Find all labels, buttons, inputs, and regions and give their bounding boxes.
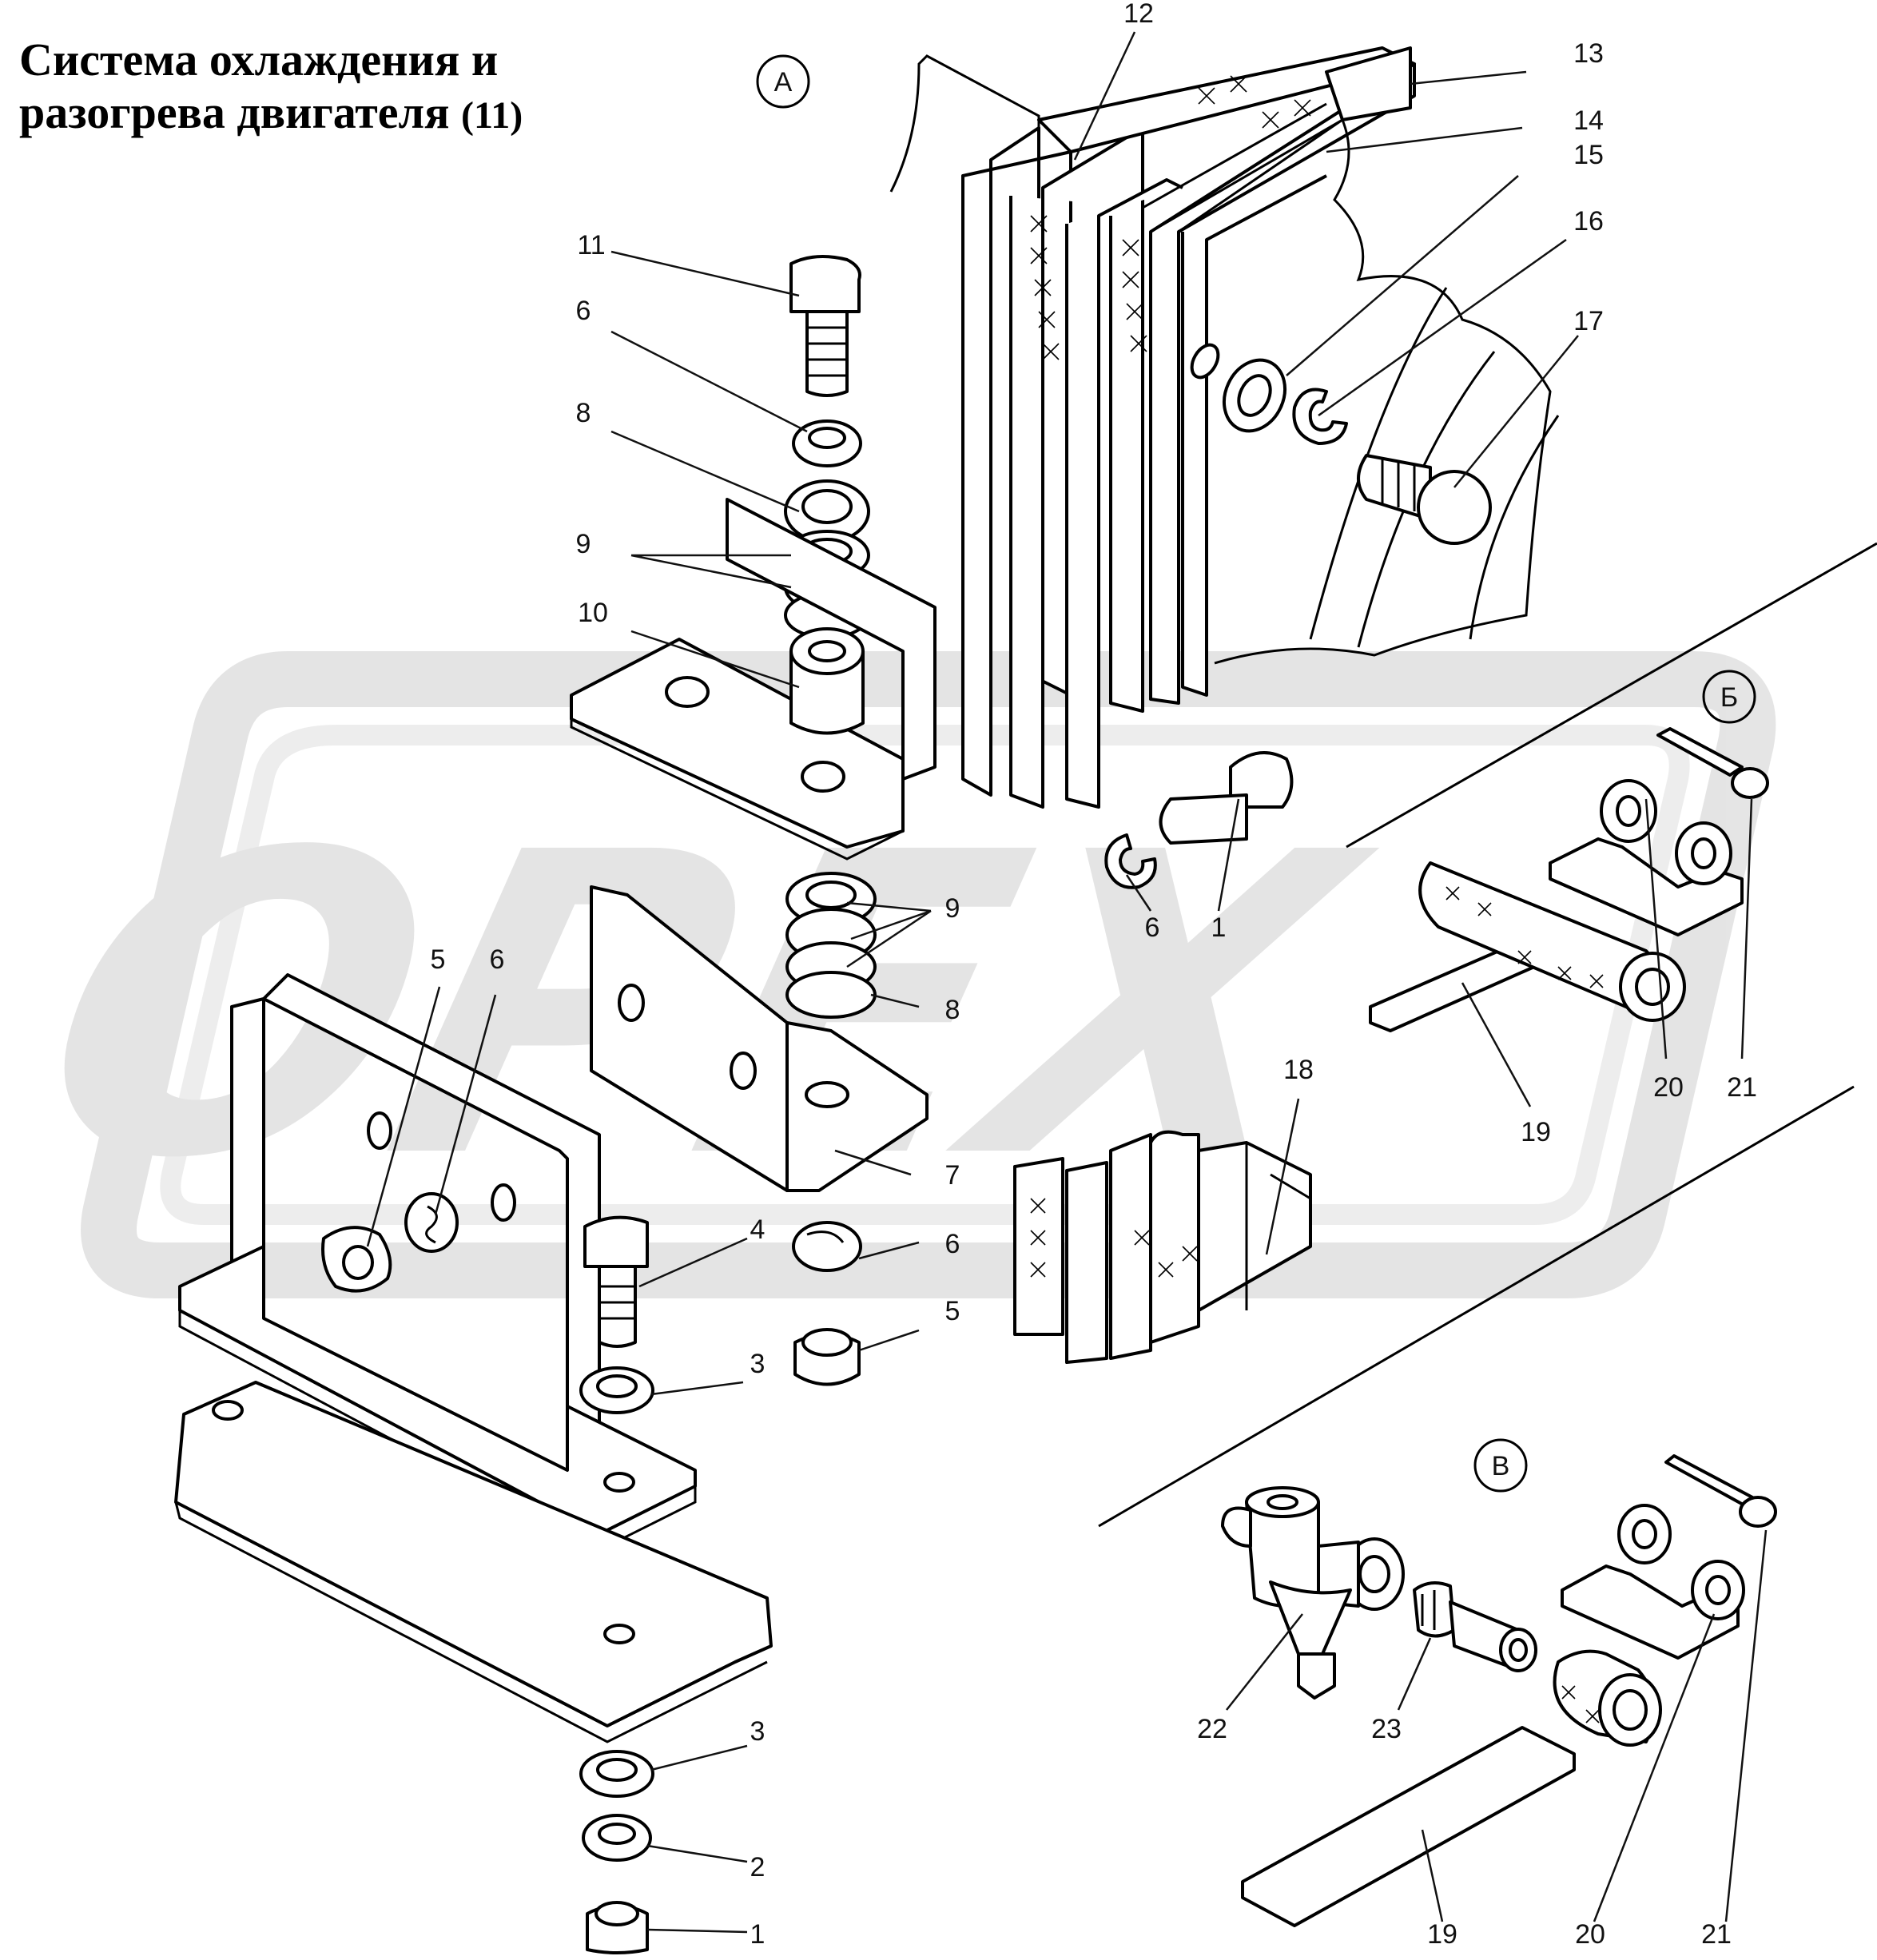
part-11-bolt (789, 255, 861, 397)
callout-22: 22 (1197, 1714, 1227, 1744)
part-8-washer-b (785, 971, 877, 1019)
callout-10: 10 (578, 598, 608, 628)
part-20-clamp-b (1549, 779, 1744, 936)
callout-3-b: 3 (750, 1716, 766, 1747)
part-21-cotter-b (1656, 727, 1769, 799)
callout-16: 16 (1573, 206, 1604, 237)
callout-20-a: 20 (1653, 1072, 1684, 1103)
radiator-core-hatching (1030, 75, 1311, 360)
callout-9-a: 9 (576, 529, 591, 559)
callout-19-a: 19 (1521, 1117, 1551, 1147)
lower-channel-bracket (174, 973, 773, 1743)
hose-sleeve-b (1418, 861, 1686, 1022)
view-label-b-text: Б (1720, 682, 1738, 713)
callout-15: 15 (1573, 140, 1604, 170)
view-label-v: В (1473, 1438, 1528, 1493)
callout-2: 2 (750, 1852, 766, 1882)
callout-21-a: 21 (1727, 1072, 1757, 1103)
part-19-strip-v (1241, 1726, 1576, 1927)
callout-6-d: 6 (1145, 912, 1160, 943)
callout-5-a: 5 (431, 944, 446, 975)
part-6-lock-washer-b (404, 1192, 459, 1253)
part-4-bolt (583, 1215, 649, 1348)
part-6-lock-washer-d (1104, 833, 1157, 889)
part-1-nut-a (586, 1901, 649, 1954)
view-label-a-text: А (774, 67, 793, 97)
hose-sleeve-v (1553, 1649, 1662, 1747)
upper-mounting-bracket (570, 498, 937, 861)
diagram-title: Система охлаждения и разогрева двигателя… (19, 34, 738, 142)
callout-18: 18 (1283, 1055, 1314, 1085)
part-16-split-washer (1292, 388, 1348, 445)
callout-8-b: 8 (945, 995, 960, 1025)
leader-lines (366, 31, 1768, 1934)
view-label-b: Б (1702, 670, 1756, 724)
callout-5-b: 5 (945, 1296, 960, 1326)
part-2-lock-washer (582, 1814, 652, 1862)
callout-11: 11 (577, 230, 605, 260)
radiator-frame (889, 46, 1560, 809)
callout-1-a: 1 (750, 1919, 766, 1950)
callout-3-a: 3 (750, 1349, 766, 1379)
callout-6-c: 6 (945, 1229, 960, 1259)
part-5-nut-b (793, 1328, 861, 1386)
part-6-lock-washer-a (792, 419, 862, 467)
callout-13: 13 (1573, 38, 1604, 69)
callout-14: 14 (1573, 105, 1604, 136)
watermark-frame (81, 651, 1776, 1298)
callout-19-b: 19 (1427, 1919, 1457, 1950)
part-15-washer (1190, 343, 1286, 433)
part-7-angle-bracket (590, 885, 929, 1192)
callout-20-b: 20 (1575, 1919, 1605, 1950)
title-line-2: разогрева двигателя (11) (19, 86, 523, 138)
separator-line-v (1098, 1085, 1855, 1528)
part-9-springs-b (785, 872, 877, 992)
callout-17: 17 (1573, 306, 1604, 336)
part-6-lock-washer-c (792, 1221, 862, 1272)
part-5-nut-a (321, 1226, 392, 1293)
part-21-cotter-v (1664, 1454, 1777, 1528)
callout-23: 23 (1371, 1714, 1402, 1744)
part-10-bushing (789, 627, 865, 735)
watermark-frame-inner (160, 725, 1690, 1225)
callout-12: 12 (1123, 0, 1154, 29)
part-18-radiator-section (1013, 1130, 1312, 1364)
callouts: 12 13 14 15 16 17 11 6 8 9 10 9 8 7 5 6 … (431, 0, 1757, 1950)
callout-1-b: 1 (1211, 912, 1227, 943)
title-suffix: (11) (460, 94, 523, 137)
callout-6-b: 6 (490, 944, 505, 975)
part-20-clamp-v (1561, 1504, 1745, 1660)
callout-7: 7 (945, 1160, 960, 1191)
part-3-washer-a (579, 1366, 654, 1414)
part-8-washer-a (784, 479, 870, 543)
view-label-v-text: В (1492, 1451, 1510, 1481)
callout-21-b: 21 (1701, 1919, 1732, 1950)
title-line-1: Система охлаждения и (19, 34, 499, 85)
view-label-a: А (756, 54, 810, 109)
part-17-bolt (1357, 454, 1492, 545)
callout-9-b: 9 (945, 893, 960, 924)
callout-4: 4 (750, 1215, 766, 1245)
part-3-washer-b (579, 1750, 654, 1798)
part-22-drain-valve (1221, 1486, 1405, 1700)
separator-line-b (1346, 542, 1877, 849)
part-23-fitting (1413, 1581, 1537, 1672)
callout-8-a: 8 (576, 398, 591, 428)
callout-6-a: 6 (576, 296, 591, 326)
part-1-bolt-b (1159, 751, 1294, 845)
